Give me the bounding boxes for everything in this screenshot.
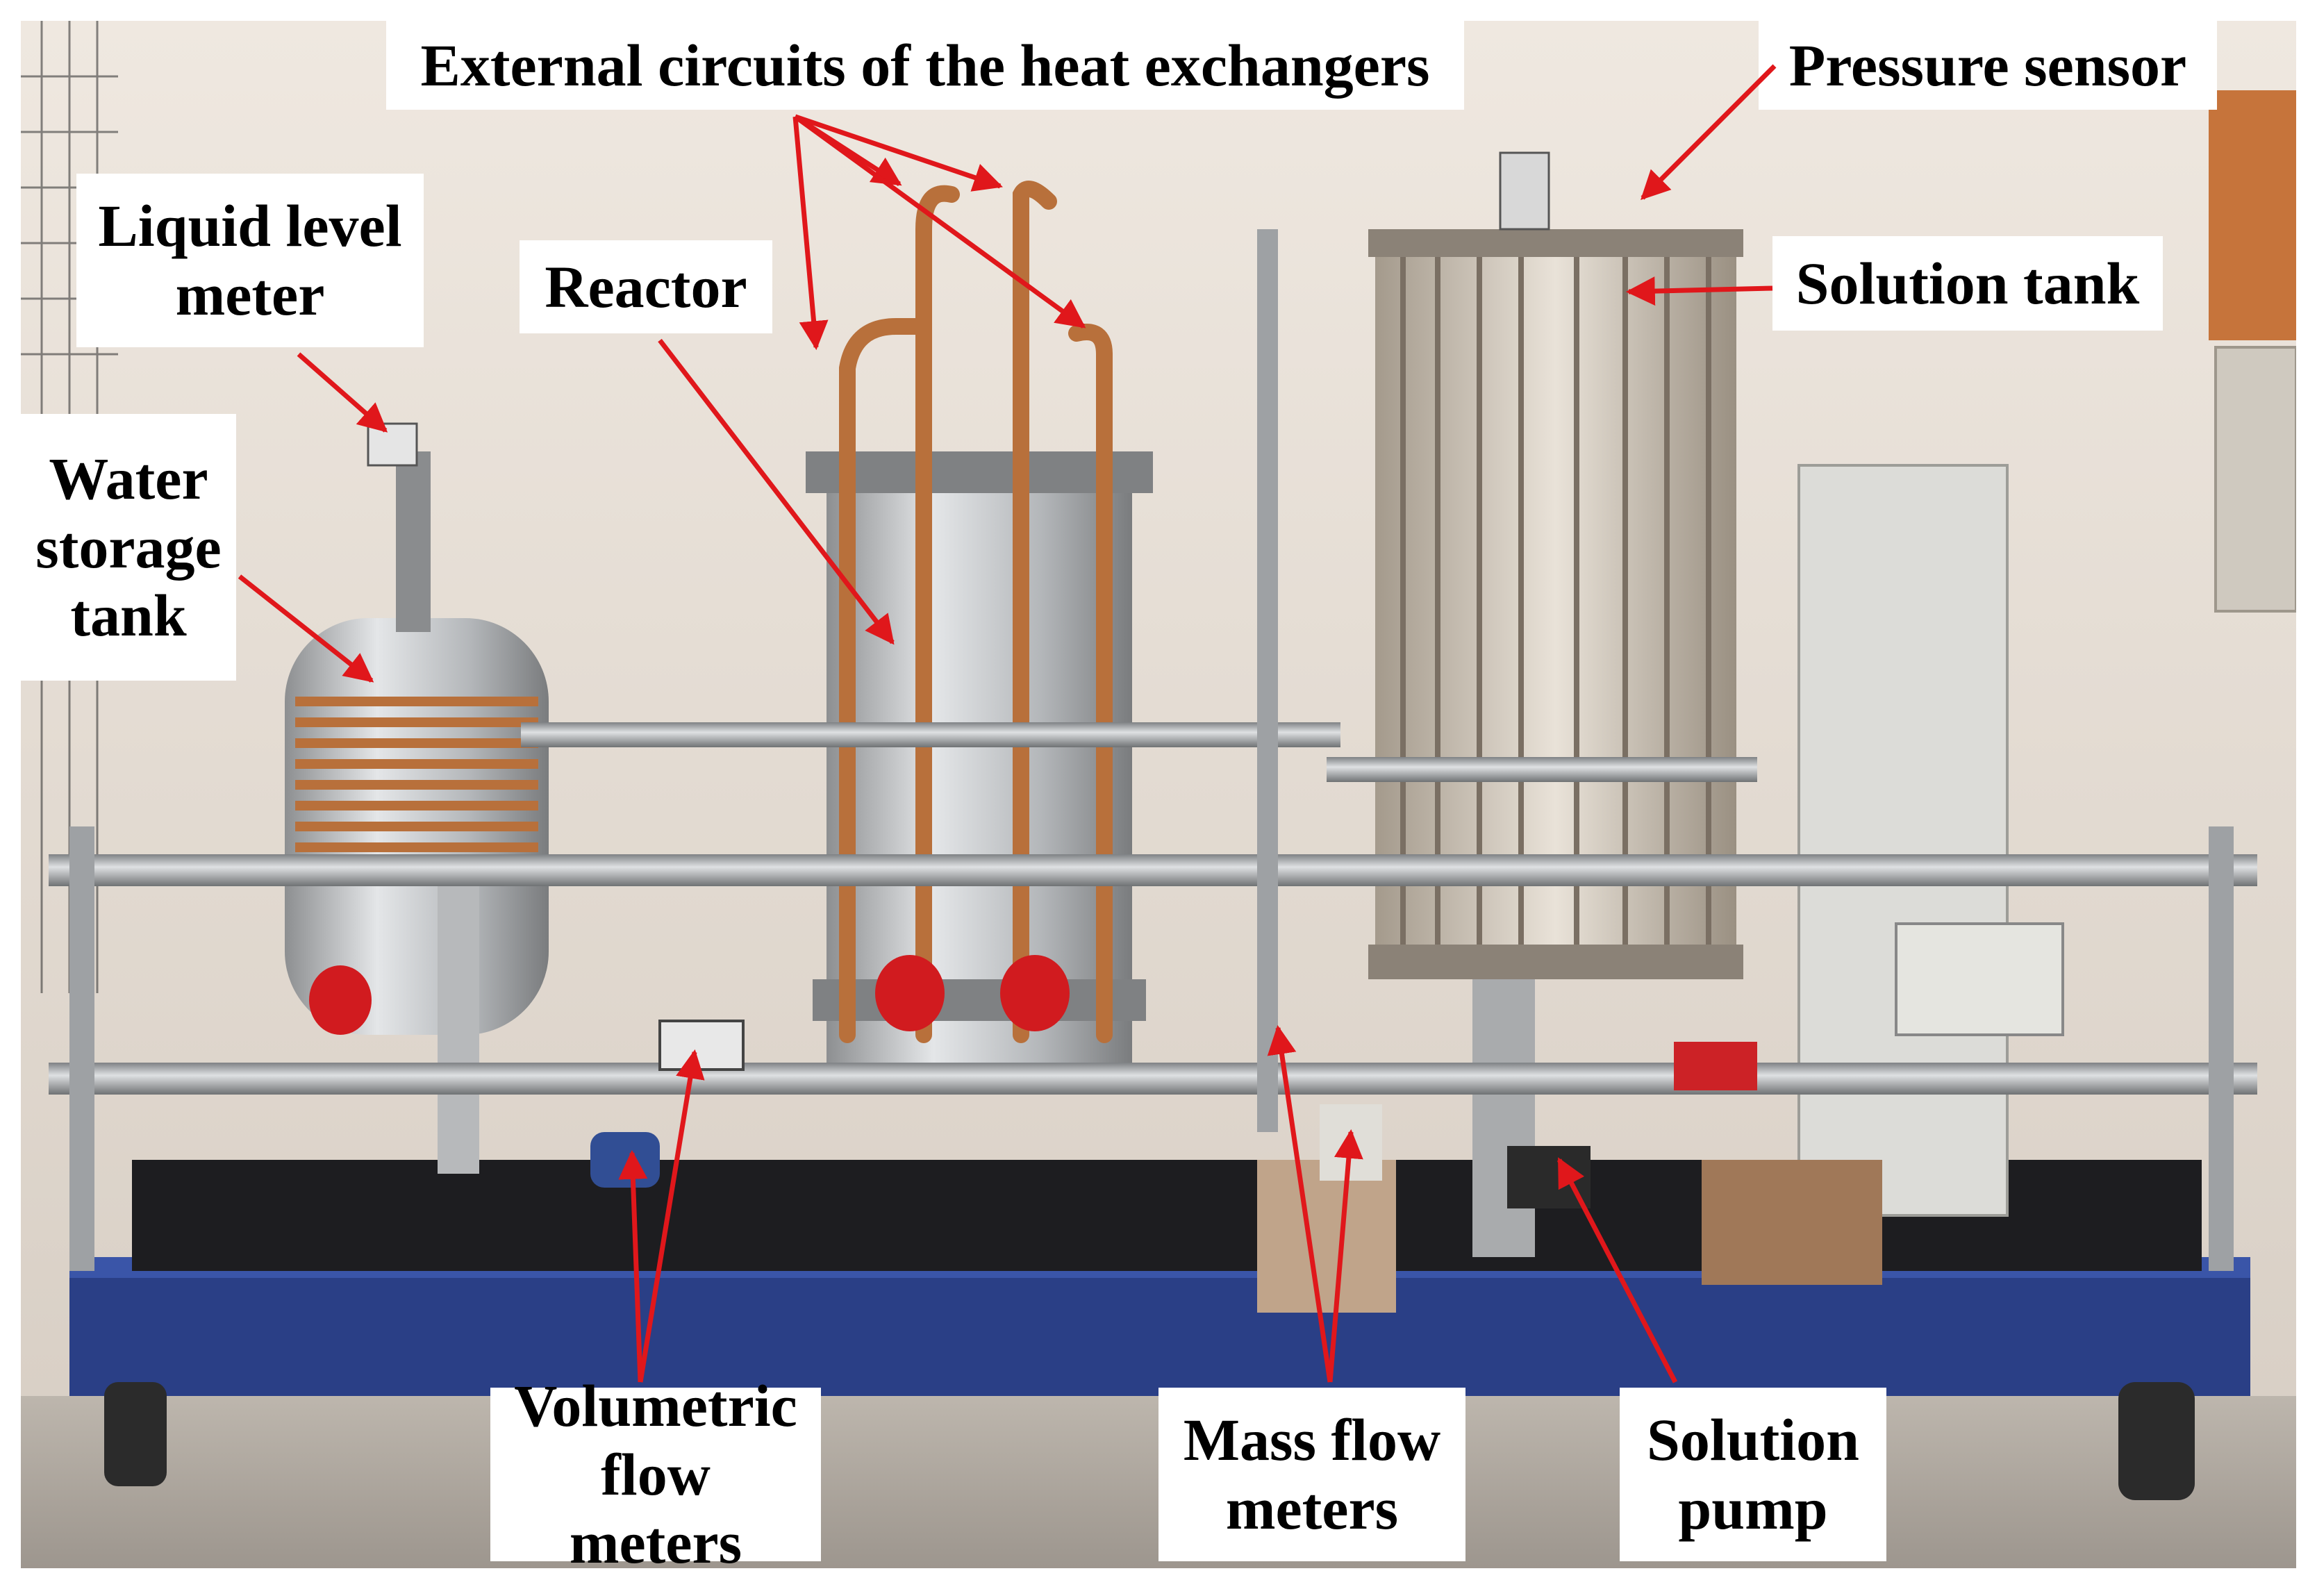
arrow-pump (1556, 1157, 1678, 1383)
reactor-label: Reactor (520, 240, 772, 333)
arrow-reactor (658, 338, 895, 645)
arrow-mass-1 (1267, 1024, 1333, 1383)
arrow-water-tank (238, 574, 374, 683)
arrow-solution-tank (1625, 276, 1773, 306)
solution-tank-label: Solution tank (1772, 236, 2163, 331)
liquid-level-meter-label: Liquid level meter (76, 174, 424, 347)
pressure-sensor-label: Pressure sensor (1759, 21, 2217, 110)
external-circuits-label: External circuits of the heat exchangers (386, 21, 1464, 110)
mass-flow-meters-label: Mass flow meters (1158, 1388, 1465, 1561)
arrow-mass-2 (1327, 1129, 1363, 1383)
water-storage-tank-label: Water storage tank (21, 414, 236, 681)
arrow-vol-2 (638, 1049, 705, 1383)
arrow-liquid-level (297, 352, 388, 433)
arrow-ext-4 (793, 115, 1086, 329)
arrow-ext-1 (792, 116, 829, 351)
arrow-ext-3 (794, 114, 1003, 192)
solution-pump-label: Solution pump (1620, 1388, 1886, 1561)
arrow-vol-1 (618, 1149, 648, 1383)
arrow-pressure (1641, 64, 1777, 200)
